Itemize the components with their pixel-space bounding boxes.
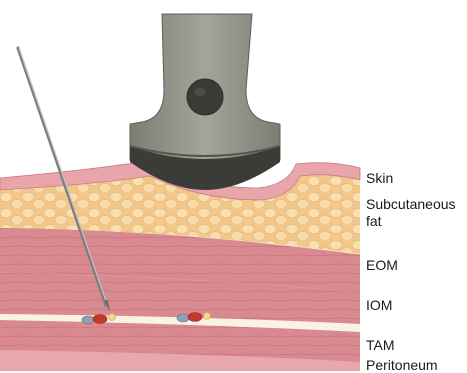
label-eom: EOM xyxy=(366,257,398,273)
label-subcutaneous-line1: Subcutaneous xyxy=(366,196,467,213)
ultrasound-probe xyxy=(130,14,280,190)
label-tam: TAM xyxy=(366,337,395,353)
label-subcutaneous-fat: Subcutaneous fat xyxy=(366,196,467,230)
label-iom: IOM xyxy=(366,297,392,313)
label-subcutaneous-line2: fat xyxy=(366,213,467,230)
label-skin: Skin xyxy=(366,170,393,186)
